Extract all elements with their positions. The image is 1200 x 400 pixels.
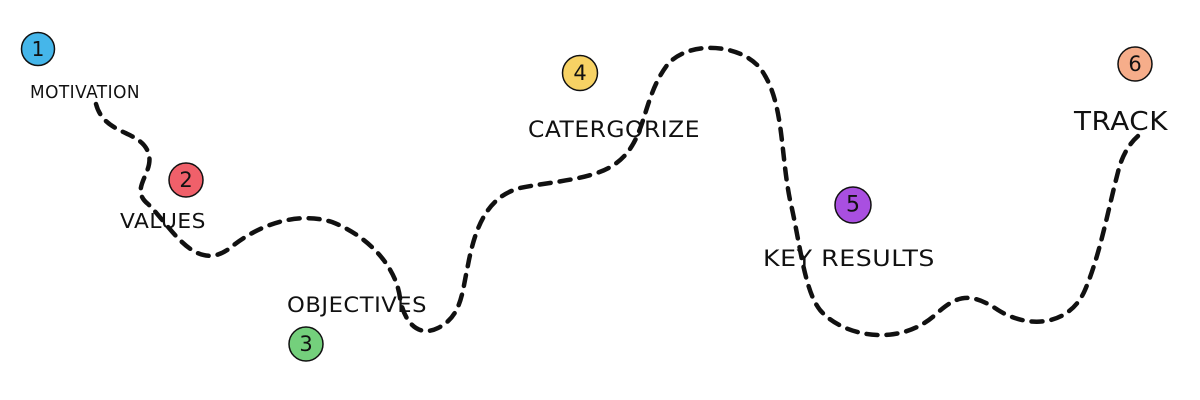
step-6-number: 6 [1128,52,1141,76]
step-4-badge [561,54,599,92]
step-2-badge [168,162,204,198]
step-3-number: 3 [299,332,312,356]
step-1-number: 1 [32,37,45,61]
step-1: 1 MOTIVATION [20,31,140,103]
step-5-badge [834,186,872,224]
journey-path [93,45,1141,338]
step-6-badge [1117,46,1153,82]
step-4-label: CATERGORIZE [528,118,700,143]
step-1-label: MOTIVATION [30,82,140,103]
step-6: 6 TRACK [1073,46,1169,137]
step-5-label: KEY RESULTS [763,247,935,272]
step-2-label: VALUES [120,209,206,233]
step-4-number: 4 [573,61,586,85]
step-3-badge [288,326,324,362]
step-1-badge [20,31,56,67]
step-5: 5 KEY RESULTS [763,186,935,272]
step-3-label: OBJECTIVES [287,293,427,317]
step-5-number: 5 [846,193,860,218]
step-2: 2 VALUES [120,162,206,233]
step-2-number: 2 [179,168,192,192]
step-4: 4 CATERGORIZE [528,54,700,143]
step-6-label: TRACK [1073,107,1169,137]
step-3: OBJECTIVES 3 [287,293,427,362]
